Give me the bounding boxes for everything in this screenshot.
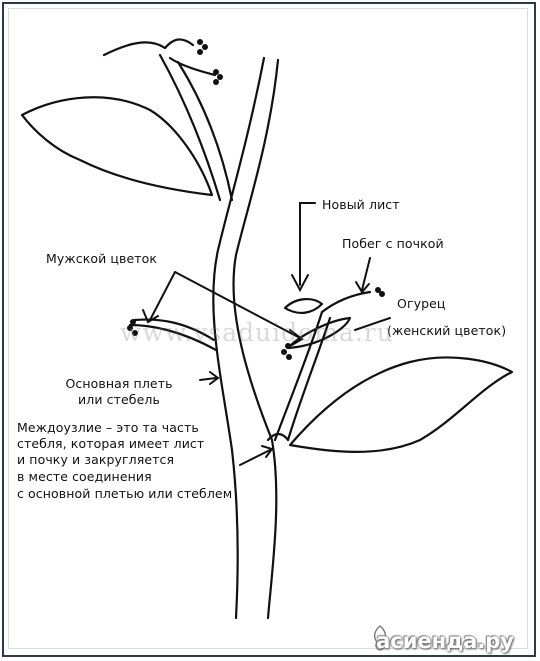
upper-branch-inner [176, 60, 234, 202]
label-internode-line4: в месте соединения [17, 469, 152, 484]
label-main-vine-line2: или стебель [78, 392, 160, 407]
new-leaf [283, 298, 324, 314]
label-shoot-with-bud: Побег с почкой [342, 236, 444, 251]
brand-watermark: асиенда.ру [376, 629, 514, 653]
leaf-right [288, 356, 514, 453]
main-stem-right [232, 58, 280, 620]
label-internode-line1: Междоузлие – это та часть [17, 420, 199, 435]
label-female-flower: (женский цветок) [387, 323, 507, 338]
image-frame [2, 2, 536, 657]
brand-logo-icon [373, 625, 387, 651]
leaf-left [20, 96, 214, 197]
label-male-flower: Мужской цветок [46, 251, 158, 266]
inner-border [8, 8, 528, 649]
label-main-vine-line1: Основная плеть [65, 376, 173, 391]
label-internode-line5: с основной плетью или стеблем [17, 486, 233, 501]
label-internode-line2: стебля, которая имеет лист [17, 436, 205, 451]
label-cucumber: Огурец [397, 296, 446, 311]
cucumber-fruit [286, 316, 352, 350]
label-new-leaf: Новый лист [322, 197, 400, 212]
watermark: www.vsaduidoma.ru [120, 318, 394, 347]
label-internode-line3: и почку и закругляется [17, 452, 175, 467]
upper-branch [158, 53, 222, 202]
main-stem [212, 56, 266, 620]
